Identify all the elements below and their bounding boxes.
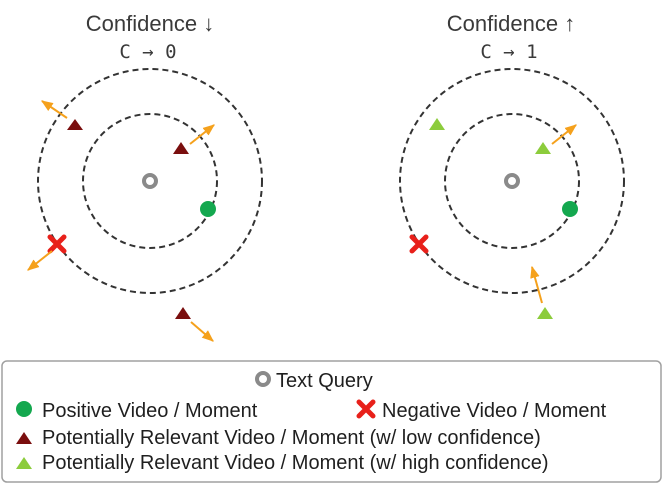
movement-arrow-icon [189, 124, 215, 145]
low-confidence-triangle-icon [16, 432, 32, 444]
inner-ring [444, 113, 580, 249]
high-confidence-triangle-icon [537, 307, 553, 319]
legend-positive: Positive Video / Moment [42, 400, 258, 422]
movement-arrow-icon [41, 100, 68, 119]
legend-negative: Negative Video / Moment [382, 400, 607, 422]
panel-low-confidence: Confidence ↓ C → 0 [27, 11, 263, 342]
text-query-icon [142, 173, 158, 189]
movement-arrow-icon [27, 250, 53, 271]
legend-box [1, 360, 662, 483]
movement-arrow-icon [551, 124, 577, 145]
outer-ring [399, 68, 625, 294]
positive-circle-icon [200, 201, 216, 217]
negative-cross-icon [409, 234, 429, 254]
legend-text-query: Text Query [276, 370, 373, 392]
text-query-icon [504, 173, 520, 189]
positive-circle-icon [16, 401, 32, 417]
outer-ring [37, 68, 263, 294]
movement-arrow-icon [530, 265, 543, 304]
legend: Text Query Positive Video / Moment Negat… [1, 360, 662, 483]
inner-ring [82, 113, 218, 249]
text-query-icon [255, 371, 271, 387]
high-confidence-triangle-icon [535, 142, 551, 154]
legend-relevant-high: Potentially Relevant Video / Moment (w/ … [42, 452, 549, 474]
low-confidence-triangle-icon [67, 119, 83, 130]
negative-cross-icon [47, 234, 67, 254]
panel-high-confidence: Confidence ↑ C → 1 [399, 11, 625, 319]
panel-subtitle: C → 1 [480, 41, 537, 63]
low-confidence-triangle-icon [173, 142, 189, 154]
positive-circle-icon [562, 201, 578, 217]
high-confidence-triangle-icon [16, 457, 32, 469]
movement-arrow-icon [190, 321, 214, 342]
legend-relevant-low: Potentially Relevant Video / Moment (w/ … [42, 427, 541, 449]
panel-title: Confidence ↑ [447, 11, 575, 36]
low-confidence-triangle-icon [175, 307, 191, 319]
negative-cross-icon [356, 399, 376, 419]
panel-subtitle: C → 0 [119, 41, 176, 63]
panel-title: Confidence ↓ [86, 11, 214, 36]
high-confidence-triangle-icon [429, 118, 445, 130]
